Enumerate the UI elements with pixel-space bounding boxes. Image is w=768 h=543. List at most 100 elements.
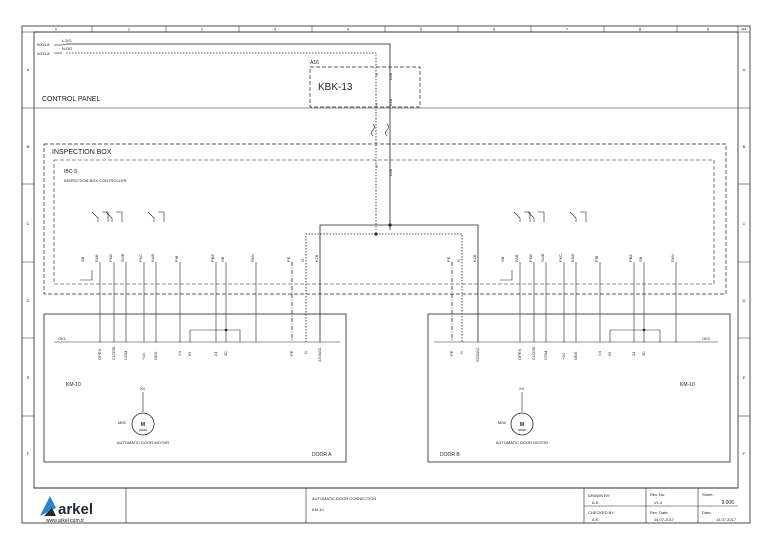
door-b-card-pin-2: 220VAC	[475, 347, 480, 362]
control-panel: CONTROL PANEL A16 KBK-13 N K28 N K28	[34, 60, 738, 137]
door-b-ibc-pin-9: PIB	[594, 255, 599, 262]
checked-by-label: CHECKED BY:	[588, 510, 615, 515]
drawing-title: AUTOMATIC DOOR CONNECTION	[312, 496, 376, 501]
arkel-logo-icon	[40, 496, 56, 516]
supply-l-label: L-DG	[62, 38, 72, 43]
door-b-card-pin-5: COM	[543, 351, 548, 360]
row-label-a-right: A	[743, 67, 746, 72]
control-panel-label: CONTROL PANEL	[42, 96, 100, 103]
row-label-c-left: C	[27, 221, 30, 226]
door-a-motor-symbol: M	[141, 422, 145, 428]
door-a-ibc-pin-4: FKC	[138, 254, 143, 262]
door-a-motor-caption: AUTOMATIC DOOR MOTOR	[117, 440, 169, 445]
supply-lines: 0004-8 0004-8 L-DG N-DG	[37, 38, 391, 230]
door-a-ibc-pin-0: SB	[80, 256, 85, 262]
door-a-label: DOOR A	[312, 452, 332, 458]
door-a-card-pin-11: 220VAC	[317, 347, 322, 362]
door-b-ibc-pin-5: FKB	[528, 254, 533, 262]
door-b-card-pin-1: N	[459, 351, 464, 354]
date-value: 14.07.2017	[716, 517, 737, 522]
door-b-ibc-pin-0: PE	[446, 256, 451, 262]
logo-text: arkel	[58, 501, 93, 518]
door-a-ibc-pin-2: FKB	[108, 254, 113, 262]
checked-by: A.K.	[592, 517, 600, 522]
door-b-ibc-pin-1: N	[456, 259, 461, 262]
drawn-by: A.K.	[592, 500, 600, 505]
rev-date-label: Rev. Date:	[650, 510, 669, 515]
door-a-ibc-pin-1: FAB	[94, 254, 99, 262]
col-label-1: 1	[128, 27, 131, 32]
row-labels: A B C D E F A B C D E F	[22, 67, 750, 456]
kbk-pin-n-top: N	[374, 73, 379, 76]
row-label-d-left: D	[27, 298, 30, 303]
door-b-ibc-pin-10: PBE	[628, 254, 633, 262]
door-b-card-pin-9: IO	[607, 352, 612, 356]
inspection-box-frame	[43, 143, 727, 295]
door-a-ibc-pin-10: PE	[286, 256, 291, 262]
door-a-card-pin-9: PE	[289, 350, 294, 356]
door-b-ibc-pin-11: SB	[638, 256, 643, 262]
door-a-ibc-pin-3: SUB	[120, 253, 125, 262]
kbk13-box	[309, 66, 421, 108]
ibc-frame	[53, 159, 715, 285]
row-label-e-right: E	[743, 375, 746, 380]
ibc-pin-n: N	[374, 165, 379, 168]
door-a-ibc-pin-11: N	[300, 259, 305, 262]
door-a-card-pin-7: 24	[213, 351, 218, 356]
row-label-d-right: D	[743, 298, 746, 303]
kbk-ref: A16	[310, 60, 319, 66]
col-label-8: 8	[639, 27, 642, 32]
door-b-ibc-pin-7: FKC	[558, 254, 563, 262]
door-b-motor-icon	[510, 412, 534, 436]
door-b-card-pin-8: V4	[597, 350, 602, 356]
door-a-card-ref: OK1	[58, 336, 67, 341]
door-b-card-pin-10: 24	[631, 351, 636, 356]
door-a-card-pin-4: OBS	[153, 351, 158, 360]
ibc-pin-k: K28	[388, 168, 393, 176]
door-b-card-ref: OK2	[702, 336, 711, 341]
kbk-pin-n-bottom: N	[374, 103, 379, 106]
date-label: Date:	[702, 510, 712, 515]
drawing-subtitle: KM-10	[312, 507, 325, 512]
col-label-0: 0	[55, 27, 58, 32]
supply-ref-1: 0004-8	[37, 42, 50, 47]
door-b-frame	[427, 313, 731, 463]
door-a-card-pin-6: IO	[187, 352, 192, 356]
rev-date: 14.07.2017	[654, 517, 675, 522]
row-label-c-right: C	[743, 221, 746, 226]
supply-n-label: N-DG	[62, 46, 72, 51]
door-a-ibc-pin-7: PBE	[210, 254, 215, 262]
door-b-ibc-pin-3: SB	[500, 256, 505, 262]
door-b-card-pin-3: OPEN	[517, 349, 522, 360]
door-a-card-pin-3: +24	[141, 352, 146, 360]
door-a-card-pin-0: OPEN	[97, 349, 102, 360]
door-a-card-pin-5: V4	[177, 350, 182, 356]
door-b-card-pin-6: +24	[561, 352, 566, 360]
door-b-ibc-pin-6: SUB	[540, 253, 545, 262]
column-header: 0 1 2 3 4 5 6 7 8 9 A4	[55, 26, 747, 32]
door-b-motor-ref: M04	[498, 420, 507, 425]
door-a-card-pin-2: COM	[123, 351, 128, 360]
inspection-box: INSPECTION BOX IBC-S INSPECTION BOX CONT…	[43, 143, 727, 295]
door-a-motor-ref: M03	[118, 420, 127, 425]
row-label-b-left: B	[27, 144, 30, 149]
door-b-motor-terminal: X4	[519, 386, 525, 391]
kbk13-name: KBK-13	[318, 82, 353, 93]
rev-no: V1.0	[654, 500, 663, 505]
sheet-size-label: A4	[742, 27, 748, 32]
website: www.arkel.com.tr	[46, 518, 84, 524]
door-a-ibc-pin-9: PAN	[250, 254, 255, 262]
door-a-card-pin-8: 30	[223, 351, 228, 356]
door-b-card-pin-7: OBS	[573, 351, 578, 360]
door-a-ibc-pin-5: KAB	[150, 254, 155, 262]
drawn-by-label: DRAWN BY:	[588, 493, 610, 498]
ibc-name: INSPECTION BOX CONTROLLER	[64, 178, 127, 183]
door-b-ibc-pin-2: K28	[472, 254, 477, 262]
door-b: OK2 KM-10 DOOR B PE N K28 SB FAB FKB SUB…	[427, 253, 731, 463]
door-a: OK1 KM-10 DOOR A SB FAB FKB SUB FKC KAB …	[43, 253, 347, 463]
rev-no-label: Rev. No:	[650, 492, 665, 497]
door-b-card-pin-0: PE	[449, 350, 454, 356]
sheet-frame	[21, 25, 751, 524]
ibc-ref: IBC-S	[64, 169, 78, 175]
